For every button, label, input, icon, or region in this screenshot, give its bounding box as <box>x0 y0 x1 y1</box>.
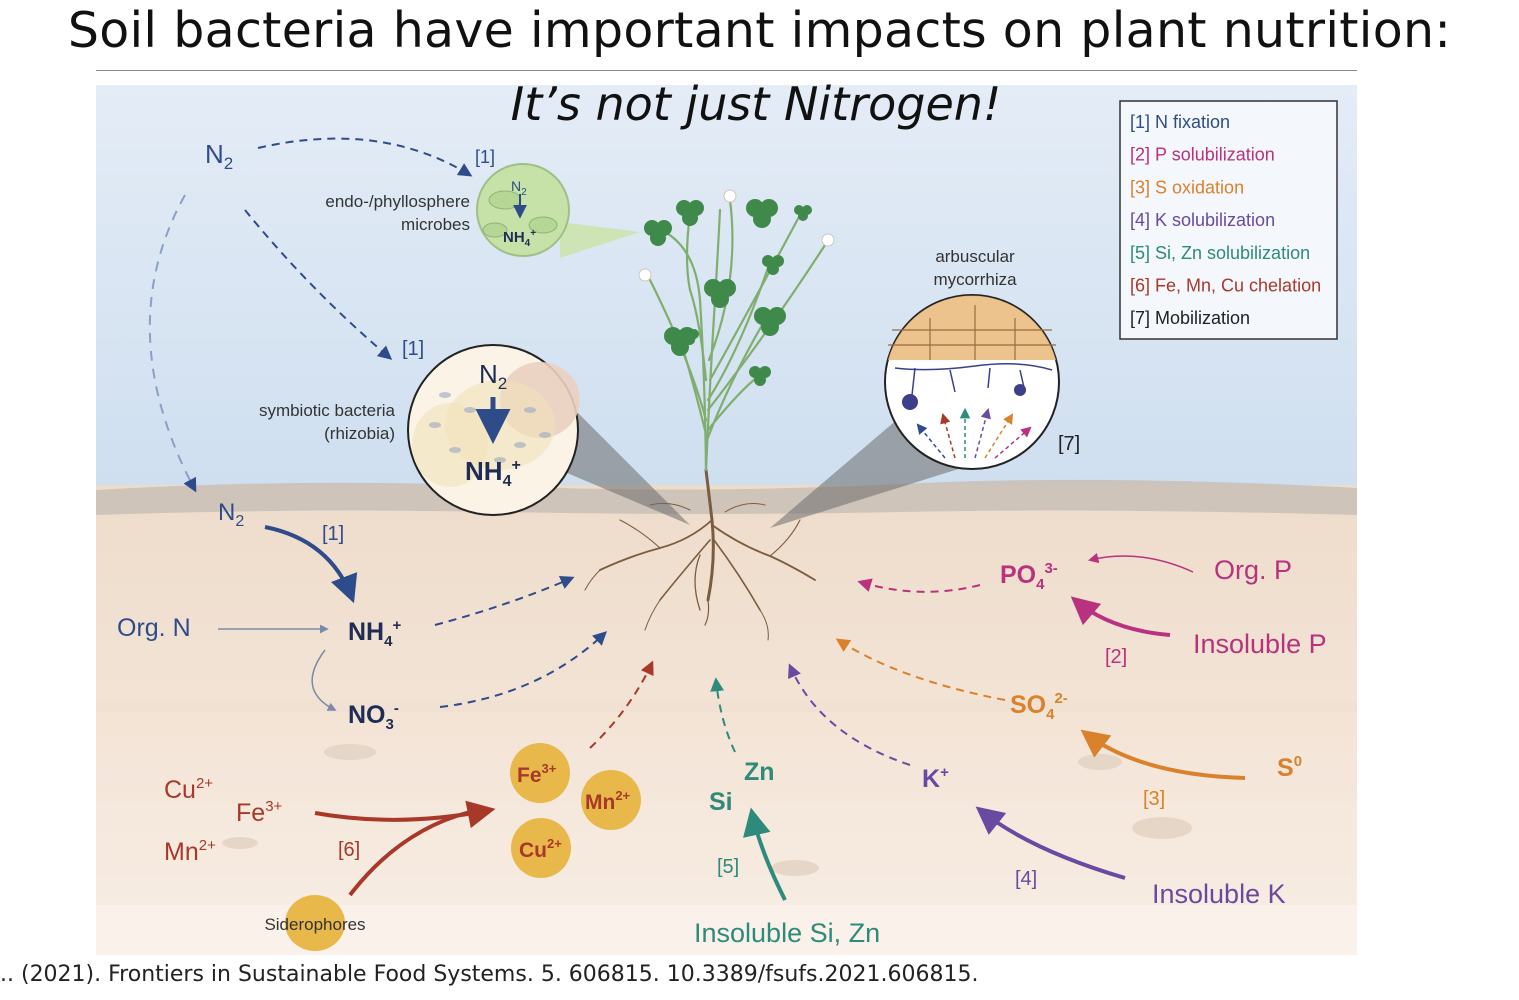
si-label: Si <box>709 788 733 816</box>
cu-ion-circle <box>511 818 571 878</box>
iron-chelation-arrows <box>314 660 654 897</box>
pebble <box>324 744 376 760</box>
nh4-label: NH4+ <box>348 617 401 650</box>
mycorrhiza-inset <box>884 294 1060 470</box>
ref1-soil-label: [1] <box>322 523 344 545</box>
pebble <box>1132 817 1192 839</box>
inset-big-n2: N2 <box>479 359 507 393</box>
mn-ion-circle <box>581 770 641 830</box>
fe-ion-circle <box>510 743 570 803</box>
endo-label-line1: endo-/phyllosphere <box>325 192 470 211</box>
myco-label-line1: arbuscular <box>935 247 1015 266</box>
legend: [1] N fixation [2] P solubilization [3] S … <box>1119 100 1338 340</box>
slide-title: Soil bacteria have important impacts on … <box>67 2 1452 59</box>
fe-left-label: Fe3+ <box>236 798 283 827</box>
sulfur-arrows <box>835 638 1246 780</box>
no3-label: NO3- <box>348 700 399 733</box>
soil-surface-band <box>96 479 1357 515</box>
ref4-label: [4] <box>1015 868 1037 890</box>
plant-roots <box>584 468 816 641</box>
callout-cone-nodule <box>560 400 690 525</box>
ref1-top-label: [1] <box>475 147 495 167</box>
siderophore-circle <box>285 895 345 951</box>
soil-layer-line <box>96 700 1357 712</box>
inset-big-nh4: NH4+ <box>465 456 521 490</box>
org-n-label: Org. N <box>117 614 191 642</box>
ref1-mid-label: [1] <box>402 338 424 360</box>
citation-footer: .. (2021). Frontiers in Sustainable Food… <box>0 962 979 987</box>
po4-label: PO43- <box>1000 560 1058 593</box>
symbiotic-label-line1: symbiotic bacteria <box>259 401 396 420</box>
cu-left-label: Cu2+ <box>164 775 213 804</box>
n2-soil-label: N2 <box>218 499 244 530</box>
ref5-label: [5] <box>717 856 739 878</box>
myco-label-line2: mycorrhiza <box>933 270 1017 289</box>
endosphere-inset <box>476 163 570 257</box>
legend-item: [6] Fe, Mn, Cu chelation <box>1130 276 1321 296</box>
ref3-label: [3] <box>1143 788 1165 810</box>
nitrogen-soil-arrows <box>218 525 608 711</box>
potassium-arrows <box>788 663 1126 880</box>
inset-small-nh4: NH4+ <box>503 228 536 249</box>
fe-ion-label: Fe3+ <box>517 761 557 787</box>
n2-air-label: N2 <box>205 139 233 173</box>
siderophores-label: Siderophores <box>264 915 365 934</box>
insoluble-si-zn-label: Insoluble Si, Zn <box>694 918 880 948</box>
insoluble-k-label: Insoluble K <box>1152 879 1286 909</box>
phosphorus-arrows <box>857 552 1194 637</box>
pebble <box>1078 754 1122 770</box>
inset-small-n2: N2 <box>511 178 527 198</box>
zn-label: Zn <box>744 758 775 786</box>
so4-label: SO42- <box>1010 690 1068 723</box>
legend-item: [3] S oxidation <box>1130 177 1244 197</box>
cu-ion-label: Cu2+ <box>519 836 562 862</box>
clover-plant <box>638 189 835 472</box>
org-p-label: Org. P <box>1214 555 1292 585</box>
k-plus-label: K+ <box>922 764 949 793</box>
legend-item: [5] Si, Zn solubilization <box>1130 243 1310 263</box>
pebble <box>771 860 819 876</box>
title-divider <box>96 70 1357 71</box>
mn-ion-label: Mn2+ <box>585 788 631 814</box>
mn-left-label: Mn2+ <box>164 837 216 866</box>
ref7-label: [7] <box>1058 433 1080 455</box>
nodule-inset <box>407 344 580 516</box>
legend-item: [4] K solubilization <box>1130 210 1275 230</box>
nitrogen-air-arrows <box>148 137 473 493</box>
legend-item: [2] P solubilization <box>1130 145 1275 165</box>
pebble <box>222 837 258 849</box>
ref6-label: [6] <box>338 839 360 861</box>
s0-label: S0 <box>1277 753 1302 782</box>
soil-background <box>96 485 1357 955</box>
silicon-zinc-arrows <box>710 677 787 901</box>
legend-item: [7] Mobilization <box>1130 308 1250 328</box>
symbiotic-label-line2: (rhizobia) <box>324 424 395 443</box>
callout-cone-leaf <box>560 222 640 258</box>
legend-item: [1] N fixation <box>1130 112 1230 132</box>
endo-label-line2: microbes <box>401 215 470 234</box>
slide-subtitle: It’s not just Nitrogen! <box>511 77 1002 131</box>
ref2-label: [2] <box>1105 646 1127 668</box>
insoluble-p-label: Insoluble P <box>1193 629 1327 659</box>
